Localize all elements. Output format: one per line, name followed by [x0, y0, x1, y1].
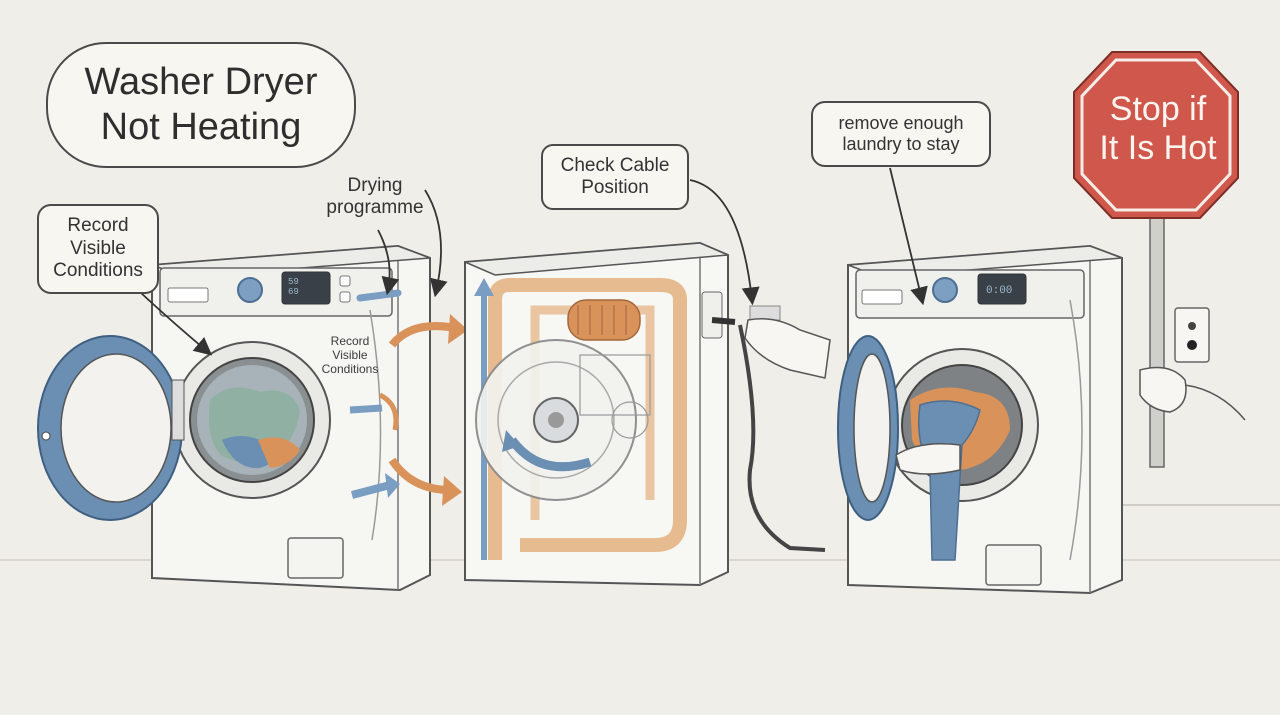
dial-icon-right	[932, 277, 958, 303]
page-title: Washer Dryer Not Heating	[46, 42, 356, 168]
hand-icon-outlet	[1139, 366, 1187, 413]
power-cable	[711, 317, 831, 552]
record-conditions-label: Record Visible Conditions	[37, 204, 159, 294]
hand-icon-loading	[895, 443, 961, 475]
check-cable-label: Check Cable Position	[541, 144, 689, 210]
right-display-readout: 0:00	[986, 285, 1012, 297]
drying-programme-label: Drying programme	[326, 175, 424, 219]
remove-laundry-label: remove enough laundry to stay	[811, 101, 991, 167]
washer-cutaway	[464, 241, 781, 587]
stop-sign-text: Stop if It Is Hot	[1099, 90, 1217, 168]
washer-right: 0:00	[837, 244, 1123, 595]
stop-sign	[1073, 51, 1246, 468]
wall-outlet-icon	[1174, 307, 1210, 363]
record-conditions-small-label: Record Visible Conditions	[321, 334, 379, 377]
hand-icon	[744, 318, 831, 379]
heater-element-icon	[567, 299, 641, 341]
dial-icon	[237, 277, 263, 303]
pointer-lines	[139, 167, 928, 356]
display-panel	[281, 271, 331, 305]
display-panel-right	[977, 273, 1027, 305]
